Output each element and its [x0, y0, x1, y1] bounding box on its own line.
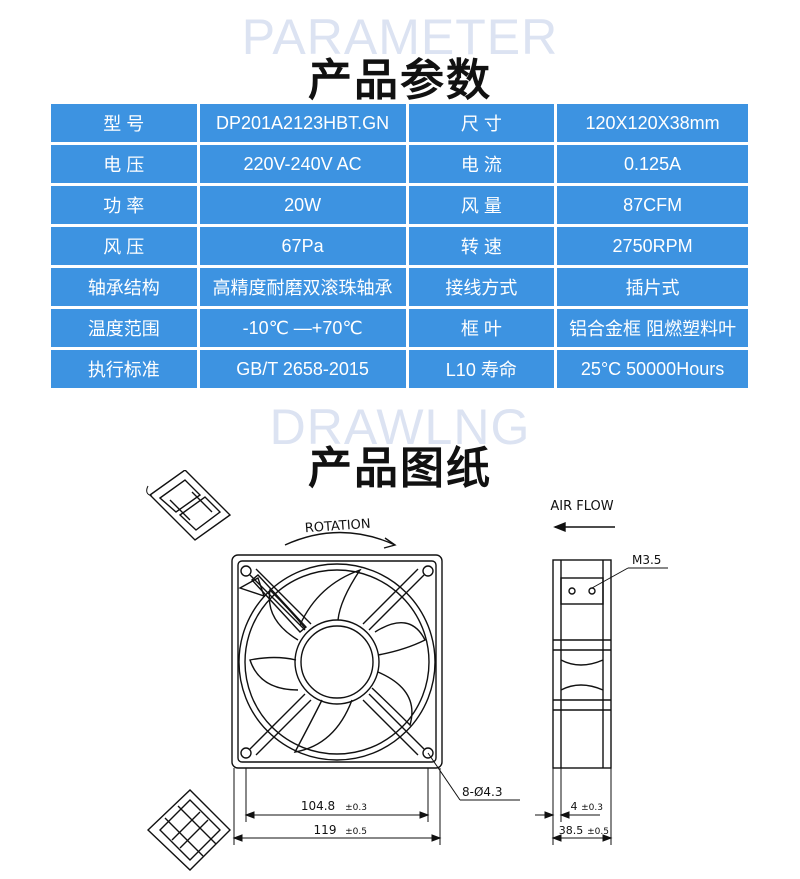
spec-value-speed: 2750RPM: [557, 227, 748, 265]
parameter-title: 产品参数: [308, 55, 492, 106]
spec-value-airflow: 87CFM: [557, 186, 748, 224]
table-row: 温度范围 -10℃ —+70℃ 框 叶 铝合金框 阻燃塑料叶: [51, 309, 748, 347]
drawing-title: 产品图纸: [308, 443, 492, 494]
spec-label-model: 型 号: [51, 104, 197, 142]
spec-label-wiring: 接线方式: [408, 268, 555, 306]
table-row: 轴承结构 高精度耐磨双滚珠轴承 接线方式 插片式: [51, 268, 748, 306]
spec-label-lifetime: L10 寿命: [408, 350, 555, 388]
spec-value-temperature: -10℃ —+70℃: [199, 309, 406, 347]
spec-label-voltage: 电 压: [51, 145, 197, 183]
fan-technical-drawing: ROTATION: [146, 470, 668, 871]
table-row: 执行标准 GB/T 2658-2015 L10 寿命 25°C 50000Hou…: [51, 350, 748, 388]
table-row: 风 压 67Pa 转 速 2750RPM: [51, 227, 748, 265]
flange-value: 4: [571, 800, 578, 813]
screw-label: M3.5: [632, 553, 661, 567]
spec-value-wiring: 插片式: [557, 268, 748, 306]
spec-value-lifetime: 25°C 50000Hours: [557, 350, 748, 388]
spec-value-bearing: 高精度耐磨双滚珠轴承: [199, 268, 406, 306]
connector-detail-bottom: [146, 789, 231, 871]
spec-value-pressure: 67Pa: [199, 227, 406, 265]
spec-value-frame-blade: 铝合金框 阻燃塑料叶: [557, 309, 748, 347]
spec-label-standard: 执行标准: [51, 350, 197, 388]
fan-side-view: [552, 559, 612, 769]
table-row: 电 压 220V-240V AC 电 流 0.125A: [51, 145, 748, 183]
air-flow-label: AIR FLOW: [550, 499, 613, 514]
depth-tolerance: ±0.5: [587, 827, 609, 837]
side-dimensions: [535, 768, 613, 845]
fan-front-view: [231, 554, 443, 769]
spec-label-size: 尺 寸: [408, 104, 555, 142]
spec-label-frame-blade: 框 叶: [408, 309, 555, 347]
spec-label-speed: 转 速: [408, 227, 555, 265]
spec-value-model: DP201A2123HBT.GN: [199, 104, 406, 142]
parameter-watermark: PARAMETER: [241, 9, 559, 65]
depth-value: 38.5: [559, 824, 584, 837]
spec-value-current: 0.125A: [557, 145, 748, 183]
drawing-watermark: DRAWLNG: [269, 399, 531, 455]
spec-value-power: 20W: [199, 186, 406, 224]
width-tolerance: ±0.5: [345, 827, 367, 837]
flange-tolerance: ±0.3: [581, 803, 603, 813]
screw-leader: [591, 567, 629, 589]
spec-label-temperature: 温度范围: [51, 309, 197, 347]
spec-label-airflow: 风 量: [408, 186, 555, 224]
hole-spacing-value: 104.8: [301, 799, 335, 813]
mounting-holes-label: 8-Ø4.3: [462, 785, 503, 799]
spec-value-standard: GB/T 2658-2015: [199, 350, 406, 388]
spec-label-current: 电 流: [408, 145, 555, 183]
spec-label-bearing: 轴承结构: [51, 268, 197, 306]
hole-spacing-tolerance: ±0.3: [345, 803, 367, 813]
table-row: 型 号 DP201A2123HBT.GN 尺 寸 120X120X38mm: [51, 104, 748, 142]
front-dimensions: [232, 752, 520, 845]
spec-label-pressure: 风 压: [51, 227, 197, 265]
rotation-label: ROTATION: [304, 517, 371, 537]
spec-value-voltage: 220V-240V AC: [199, 145, 406, 183]
rotation-arrow: [284, 531, 396, 546]
width-value: 119: [314, 823, 337, 837]
table-row: 功 率 20W 风 量 87CFM: [51, 186, 748, 224]
spec-label-power: 功 率: [51, 186, 197, 224]
connector-detail-top: [146, 470, 232, 541]
spec-value-size: 120X120X38mm: [557, 104, 748, 142]
spec-table: 型 号 DP201A2123HBT.GN 尺 寸 120X120X38mm 电 …: [48, 101, 751, 391]
